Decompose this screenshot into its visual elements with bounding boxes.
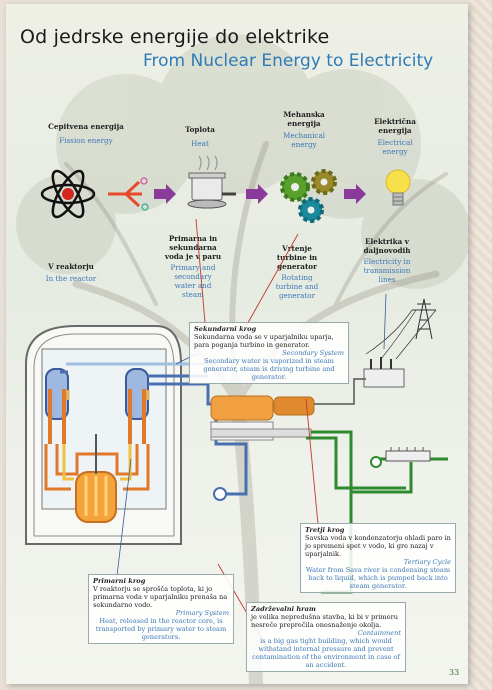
book-page: Od jedrske energije do elektrike From Nu…: [6, 4, 468, 684]
secondary-title-en: Secondary System: [282, 349, 344, 357]
location-reactor-en: In the reactor: [45, 274, 97, 283]
stage-electrical-hr: Električna energija: [374, 117, 416, 135]
stage-heat-hr: Toplota: [185, 125, 215, 134]
tertiary-text-en: Water from Sava river is condensing stea…: [305, 566, 451, 590]
location-turbine-hr: Vrtenje turbine in generator: [276, 244, 318, 271]
gears-icon: [280, 169, 337, 223]
title-english: From Nuclear Energy to Electricity: [143, 51, 434, 71]
arrow-1: [154, 184, 176, 204]
arrow-2: [246, 184, 268, 204]
secondary-system-box: Sekundarni krog Sekundarna voda se v upa…: [189, 322, 349, 384]
primary-title-en: Primary System: [175, 609, 229, 617]
stage-electrical: Električna energija Electrical energy: [370, 117, 420, 156]
location-lines-hr: Elektrika v daljnovodih: [363, 237, 411, 255]
stage-fission-hr: Cepitvena energija: [48, 122, 124, 131]
primary-text-en: Heat, released in the reactor core, is t…: [95, 617, 227, 641]
containment-text-hr: je velika nepredušna stavba, ki bi v pri…: [251, 613, 398, 629]
location-turbine: Vrtenje turbine in generator Rotating tu…: [268, 244, 326, 300]
containment-box: Zadrževalni hram je velika nepredušna st…: [246, 602, 406, 672]
power-line: [314, 378, 366, 405]
title-slovene: Od jedrske energije do elektrike: [20, 26, 330, 48]
stage-mechanical-en: Mechanical energy: [282, 131, 326, 149]
stage-mechanical: Mehanska energija Mechanical energy: [276, 110, 332, 149]
stage-heat-en: Heat: [191, 139, 209, 148]
location-reactor-hr: V reaktorju: [48, 262, 94, 271]
fission-split-icon: [108, 177, 149, 211]
reactor-core: [75, 434, 117, 523]
location-steam: Primarna in sekundarna voda je v paru Pr…: [164, 234, 222, 299]
containment-title-en: Containment: [357, 629, 401, 637]
stage-electrical-en: Electrical energy: [377, 138, 413, 156]
containment-text-en: is a big gas tight building, which would…: [252, 637, 400, 669]
stage-fission: Cepitvena energija Fission energy: [46, 122, 126, 145]
transformer-icon: [363, 357, 405, 388]
turbine-generator: [210, 395, 315, 441]
book-spine: [468, 0, 492, 690]
feed-pump-icon: [213, 487, 227, 501]
background-tree: [16, 34, 468, 684]
atom-icon: [40, 169, 96, 219]
location-turbine-en: Rotating turbine and generator: [275, 273, 319, 300]
location-lines-en: Electricity in transmission lines: [363, 257, 411, 284]
light-bulb-icon: [385, 169, 411, 206]
location-lines: Elektrika v daljnovodih Electricity in t…: [358, 237, 416, 284]
location-steam-en: Primary and secondary water and steam: [170, 263, 216, 299]
location-reactor: V reaktorju In the reactor: [36, 262, 106, 283]
stage-mechanical-hr: Mehanska energija: [283, 110, 325, 128]
tertiary-text-hr: Savska voda v kondenzatorju ohladi paro …: [305, 534, 451, 558]
tertiary-title-hr: Tretji krog: [305, 526, 345, 534]
containment-title-hr: Zadrževalni hram: [251, 605, 316, 613]
stage-fission-en: Fission energy: [59, 136, 113, 145]
stage-heat: Toplota Heat: [170, 125, 230, 148]
arrow-3: [344, 184, 366, 204]
cooling-tower-icon: [385, 447, 431, 462]
transmission-tower-icon: [365, 298, 437, 360]
secondary-text-en: Secondary water is vaporized in steam ge…: [203, 357, 335, 381]
primary-pointer: [115, 458, 132, 585]
process-arrows: [154, 184, 366, 204]
cooling-pump-icon: [370, 456, 382, 468]
secondary-text-hr: Sekundarna voda se v uparjalniku uparja,…: [194, 333, 334, 349]
location-steam-hr: Primarna in sekundarna voda je v paru: [164, 234, 222, 261]
primary-system-box: Primarni krog V reaktorju se sprošča top…: [88, 574, 234, 644]
tertiary-title-en: Tertiary Cycle: [403, 558, 451, 566]
primary-title-hr: Primarni krog: [93, 577, 146, 585]
page-number: 33: [449, 668, 460, 677]
heat-pot-icon: [187, 155, 236, 209]
secondary-title-hr: Sekundarni krog: [194, 325, 257, 333]
tertiary-cycle-box: Tretji krog Savska voda v kondenzatorju …: [300, 523, 456, 593]
primary-text-hr: V reaktorju se sprošča toplota, ki jo pr…: [93, 585, 228, 609]
